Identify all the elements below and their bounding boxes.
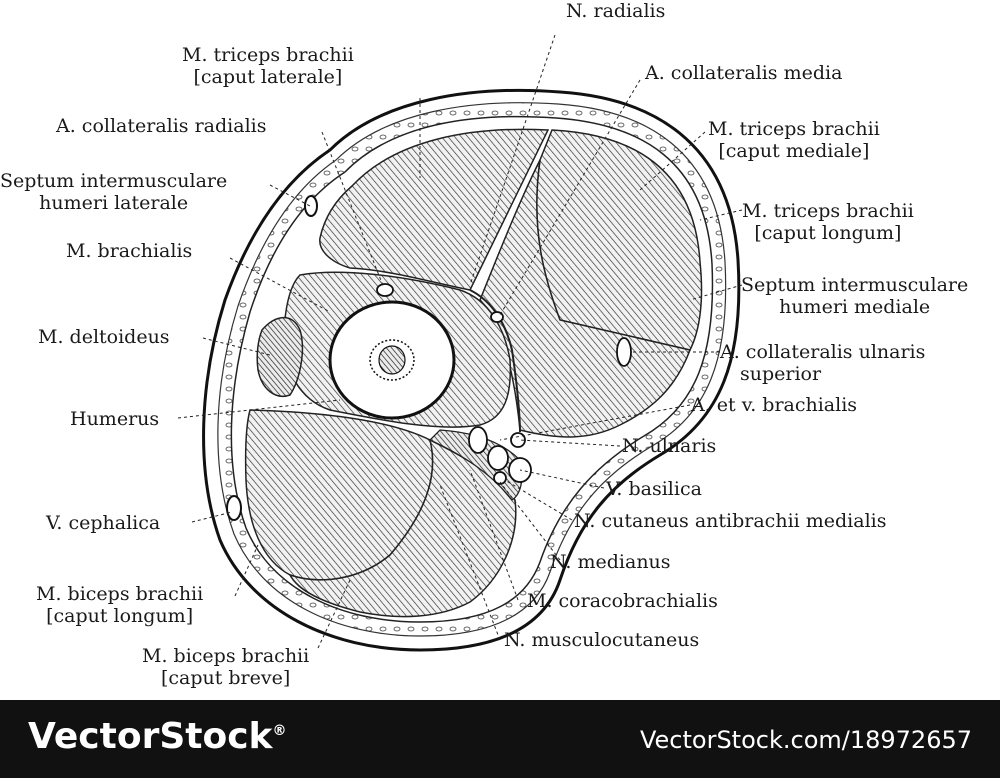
- label-triceps-mediale: M. triceps brachii [caput mediale]: [708, 118, 880, 162]
- label-line: M. biceps brachii: [142, 645, 310, 667]
- label-a-collateralis-radialis: A. collateralis radialis: [56, 115, 267, 137]
- humerus-medulla: [378, 345, 406, 375]
- label-line: M. triceps brachii: [182, 44, 354, 66]
- label-line: [caput longum]: [754, 222, 902, 244]
- watermark-footer: VectorStock® VectorStock.com/18972657: [0, 700, 1000, 778]
- vessel-collateral-medial: [490, 311, 504, 323]
- label-v-basilica: V. basilica: [606, 478, 702, 500]
- vessel-collateral-ulnar: [616, 337, 632, 367]
- label-line: humeri mediale: [779, 296, 931, 318]
- deltoideus-muscle: [256, 316, 304, 397]
- label-humerus: Humerus: [70, 408, 160, 430]
- neurovascular-bundle: [376, 283, 632, 485]
- vessel-brachial-vein: [487, 445, 509, 471]
- label-line: [caput longum]: [46, 605, 194, 627]
- humerus-marrow: [369, 339, 415, 381]
- label-v-cephalica: V. cephalica: [46, 512, 161, 534]
- nerve-medianus: [493, 471, 507, 485]
- triceps-long-head: [479, 159, 692, 438]
- label-m-deltoideus: M. deltoideus: [38, 326, 170, 348]
- registered-mark: ®: [272, 723, 287, 739]
- label-biceps-breve: M. biceps brachii [caput breve]: [142, 645, 309, 689]
- brand-logo-text: VectorStock®: [28, 716, 287, 757]
- vessel-lateral-skin: [304, 195, 318, 217]
- label-line: M. biceps brachii: [36, 583, 204, 605]
- biceps-short-head: [288, 438, 517, 618]
- label-line: Septum intermusculare: [0, 170, 228, 192]
- label-n-medianus: N. medianus: [550, 551, 671, 573]
- stock-id: VectorStock.com/18972657: [639, 726, 972, 754]
- vessel-collateral-radial: [376, 283, 394, 297]
- label-triceps-longum: M. triceps brachii [caput longum]: [742, 200, 914, 244]
- label-m-brachialis: M. brachialis: [66, 240, 193, 262]
- diagram-stage: N. radialis M. triceps brachii [caput la…: [0, 0, 969, 689]
- vessel-brachial-artery: [468, 426, 488, 454]
- label-a-v-brachialis: A. et v. brachialis: [691, 394, 858, 416]
- label-biceps-longum: M. biceps brachii [caput longum]: [36, 583, 203, 627]
- leader-lines: [177, 34, 743, 649]
- label-n-radialis: N. radialis: [566, 0, 666, 22]
- label-line: M. triceps brachii: [708, 118, 880, 140]
- label-septum-mediale: Septum intermusculare humeri mediale: [741, 274, 968, 318]
- label-septum-laterale: Septum intermusculare humeri laterale: [0, 170, 227, 214]
- nerve-ulnaris: [510, 432, 526, 448]
- label-a-coll-ulnaris: A. collateralis ulnaris superior: [720, 341, 925, 385]
- label-triceps-lateral: M. triceps brachii [caput laterale]: [182, 44, 354, 88]
- label-a-collateralis-media: A. collateralis media: [645, 62, 843, 84]
- vessel-cephalica: [226, 495, 242, 521]
- label-line: humeri laterale: [39, 192, 189, 214]
- brand-name: VectorStock: [28, 716, 273, 757]
- label-line: A. collateralis ulnaris: [720, 341, 926, 363]
- triceps-lateral-head: [319, 128, 550, 291]
- septum-medial: [469, 289, 521, 433]
- label-n-ulnaris: N. ulnaris: [622, 435, 717, 457]
- label-line: [caput breve]: [160, 667, 291, 689]
- label-line: [caput mediale]: [718, 140, 870, 162]
- label-n-cutaneus: N. cutaneus antibrachii medialis: [574, 510, 887, 532]
- label-m-coracobrachialis: M. coracobrachialis: [527, 590, 718, 612]
- label-line: [caput laterale]: [193, 66, 343, 88]
- label-n-musculocutaneus: N. musculocutaneus: [504, 629, 700, 651]
- arm-cross-section-illustration: [177, 34, 743, 652]
- label-line: Septum intermusculare: [741, 274, 969, 296]
- label-line: superior: [740, 363, 822, 385]
- label-line: M. triceps brachii: [742, 200, 914, 222]
